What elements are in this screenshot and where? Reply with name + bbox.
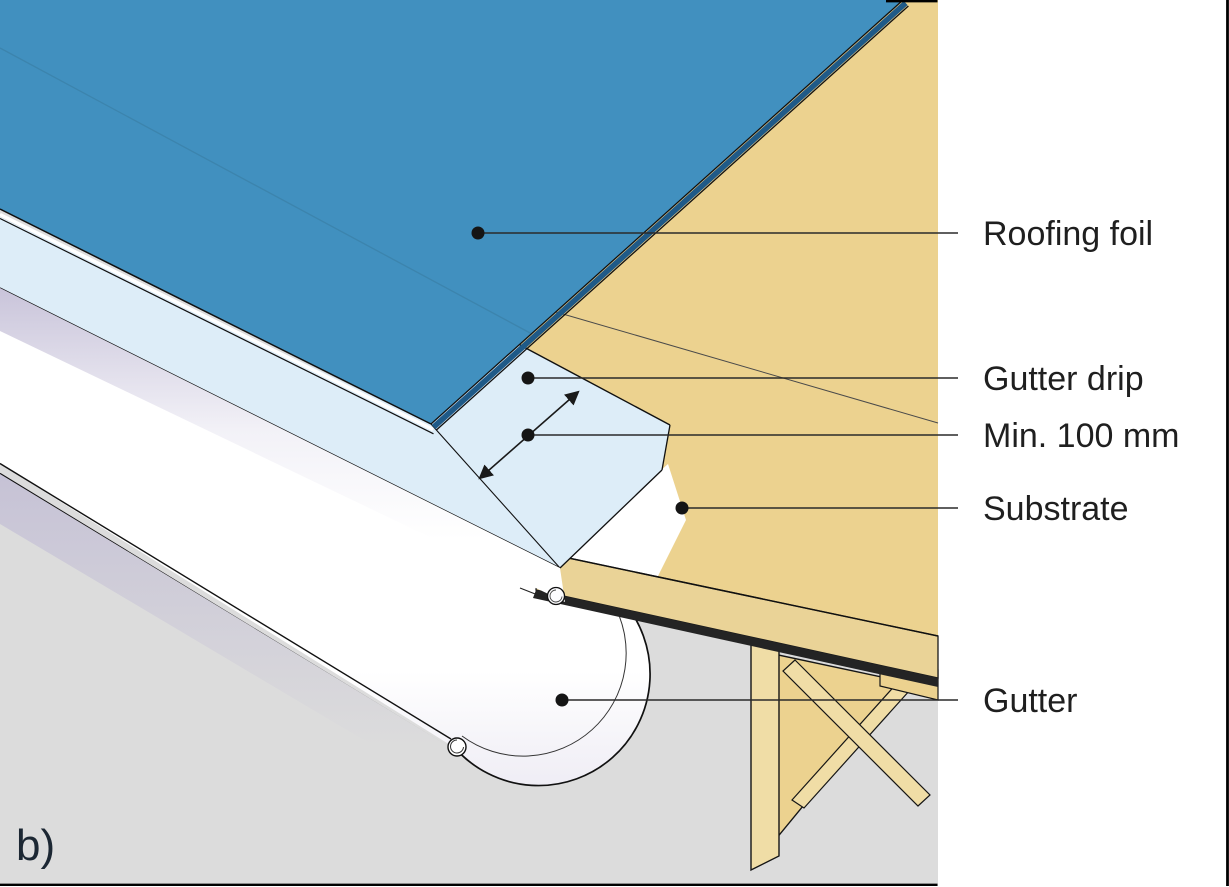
leader-dot xyxy=(555,693,569,707)
gutter-end-face xyxy=(454,599,651,787)
leader-dot xyxy=(675,501,689,515)
drip-top-edge xyxy=(0,217,434,435)
roofing-foil-surface xyxy=(0,0,903,424)
label-roofing-foil: Roofing foil xyxy=(983,215,1153,253)
figure-variant-label: b) xyxy=(16,821,55,870)
rafter-post xyxy=(750,624,780,872)
drip-side-edge xyxy=(559,469,663,569)
callout-min-dimension xyxy=(521,428,958,442)
foil-eave-edge xyxy=(0,208,432,425)
callout-gutter-drip xyxy=(521,371,958,385)
drip-crease-line xyxy=(430,423,561,569)
foil-eave-highlight xyxy=(0,212,434,432)
label-min-dimension: Min. 100 mm xyxy=(983,417,1180,455)
drip-cut-edge-on-deck xyxy=(519,344,671,426)
foil-folded-edge xyxy=(431,0,908,430)
gutter-drip-sheet xyxy=(0,217,670,568)
gutter-near-rim-top xyxy=(0,462,452,740)
leader-dot xyxy=(521,428,535,442)
gutter-bead-spiral xyxy=(450,739,464,754)
drip-hem-curl-spiral xyxy=(549,589,563,603)
foil-cut-edge-outer xyxy=(435,5,909,431)
leader-dot xyxy=(471,226,485,240)
callout-gutter xyxy=(555,693,958,707)
gutter-wall-thickness xyxy=(461,600,627,757)
label-gutter: Gutter xyxy=(983,682,1077,720)
callout-roofing-foil xyxy=(471,226,958,240)
leader-dot xyxy=(521,371,535,385)
gutter-body xyxy=(0,330,686,786)
deck-front-edge xyxy=(539,551,939,637)
callout-substrate xyxy=(675,501,958,515)
gutter-front-shading xyxy=(0,474,458,796)
label-substrate: Substrate xyxy=(983,490,1129,528)
label-gutter-drip: Gutter drip xyxy=(983,360,1144,398)
foil-seam-line xyxy=(0,47,533,335)
under-board-shadow xyxy=(533,590,938,687)
deck-board-seam xyxy=(555,311,939,424)
foil-cut-edge-inner xyxy=(430,0,904,425)
drip-hanging-face xyxy=(0,288,565,602)
drip-wrap-edge xyxy=(661,424,671,471)
cross-brace-up xyxy=(782,659,931,807)
